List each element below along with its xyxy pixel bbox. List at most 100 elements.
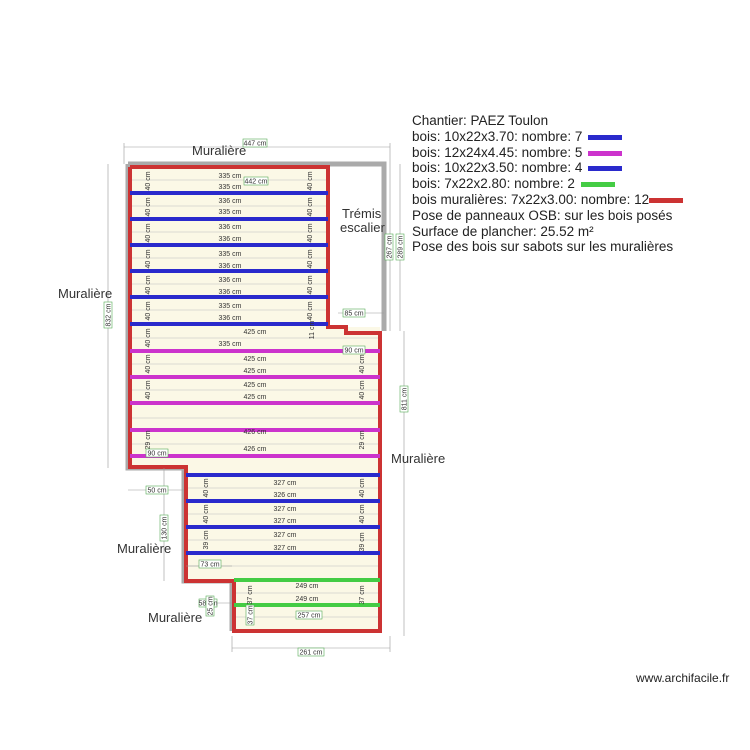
- dim-text: 29 cm: [359, 430, 366, 449]
- dim-text: 11 cm: [309, 321, 316, 340]
- dim-text: 25 cm: [208, 596, 215, 615]
- dim-text: 73 cm: [200, 562, 219, 569]
- dim-texts-vertical: 40 cm 40 cm 40 cm 40 cm 40 cm 40 cm 40 c…: [145, 171, 366, 604]
- legend-item-label: bois: 10x22x3.70: nombre: 7: [412, 128, 583, 144]
- credit-link[interactable]: www.archifacile.fr: [636, 671, 730, 685]
- label-muraliere-right: Muralière: [391, 451, 445, 466]
- joists-magenta: [130, 349, 380, 458]
- dim-text: 39 cm: [359, 532, 366, 551]
- dim-text: 425 cm: [244, 356, 267, 363]
- dim-text: 327 cm: [274, 480, 297, 487]
- legend-swatch: [588, 166, 623, 172]
- label-escalier: escalier: [340, 220, 385, 235]
- dim-text: 327 cm: [274, 518, 297, 525]
- legend-item: bois: 10x22x3.50: nombre: 4: [412, 160, 683, 176]
- dim-text: 335 cm: [219, 341, 242, 348]
- tag-267: 267 cm: [384, 233, 394, 261]
- tag-442: 442 cm: [243, 176, 269, 186]
- legend-note: Surface de plancher: 25.52 m²: [412, 224, 683, 240]
- dim-text: 130 cm: [162, 516, 169, 539]
- dim-text: 40 cm: [145, 380, 152, 399]
- dim-text: 425 cm: [244, 394, 267, 401]
- joists-green: [234, 578, 380, 607]
- legend-swatch: [588, 134, 623, 140]
- note-text: Surface de plancher: 25.52 m²: [412, 223, 594, 239]
- dim-text: 426 cm: [244, 446, 267, 453]
- dim-text: 39 cm: [203, 530, 210, 549]
- dim-text: 40 cm: [145, 301, 152, 320]
- tag-447: 447 cm: [242, 138, 268, 148]
- dim-text: 335 cm: [219, 209, 242, 216]
- label-muraliere-left: Muralière: [58, 286, 112, 301]
- dim-text: 327 cm: [274, 545, 297, 552]
- dim-text: 336 cm: [219, 289, 242, 296]
- dim-text: 40 cm: [203, 504, 210, 523]
- legend-item-label: bois: 7x22x2.80: nombre: 2: [412, 176, 575, 192]
- dim-text: 40 cm: [145, 354, 152, 373]
- dim-text: 426 cm: [244, 429, 267, 436]
- dim-text: 335 cm: [219, 184, 242, 191]
- label-muraliere-lower-left: Muralière: [117, 541, 171, 556]
- dim-text: 327 cm: [274, 506, 297, 513]
- dim-text: 37 cm: [247, 585, 254, 604]
- dim-text: 257 cm: [298, 613, 321, 620]
- dim-text: 336 cm: [219, 277, 242, 284]
- tag-289: 289 cm: [395, 233, 405, 261]
- dim-text: 40 cm: [145, 171, 152, 190]
- dim-text: 327 cm: [274, 532, 297, 539]
- legend-item: bois: 7x22x2.80: nombre: 2: [412, 176, 683, 192]
- tag-85: 85 cm: [342, 308, 366, 318]
- tag-257: 257 cm: [295, 610, 323, 620]
- label-muraliere-top: Muralière: [192, 143, 246, 158]
- dim-text: 261 cm: [300, 650, 323, 657]
- tag-261: 261 cm: [297, 647, 325, 657]
- dim-text: 40 cm: [307, 223, 314, 242]
- joists-blue-bottom: [186, 473, 380, 555]
- dim-text: 40 cm: [145, 249, 152, 268]
- dim-text: 40 cm: [145, 328, 152, 347]
- dim-text: 85 cm: [344, 311, 363, 318]
- dim-text: 425 cm: [244, 382, 267, 389]
- label-tremis: Trémis: [342, 206, 382, 221]
- boxed-dim-tags: 447 cm 442 cm 85 cm 90 cm 90 cm 50 cm 73…: [103, 138, 409, 657]
- legend-site: Chantier: PAEZ Toulon: [412, 113, 683, 129]
- dim-text: 336 cm: [219, 198, 242, 205]
- legend-item: bois: 12x24x4.45: nombre: 5: [412, 145, 683, 161]
- legend-note: Pose des bois sur sabots sur les muraliè…: [412, 239, 683, 255]
- legend-item-label: bois: 12x24x4.45: nombre: 5: [412, 144, 583, 160]
- dim-text: 90 cm: [344, 348, 363, 355]
- legend-item-label: bois muralières: 7x22x3.00: nombre: 12: [412, 191, 650, 207]
- label-muraliere-bottom: Muralière: [148, 610, 202, 625]
- dim-text: 40 cm: [359, 354, 366, 373]
- dim-text: 289 cm: [398, 235, 405, 258]
- dim-text: 442 cm: [245, 179, 268, 186]
- dim-text: 336 cm: [219, 263, 242, 270]
- tag-50: 50 cm: [145, 485, 169, 495]
- legend-swatch: [580, 182, 615, 188]
- tag-130: 130 cm: [159, 514, 169, 542]
- dim-text: 37 cm: [359, 585, 366, 604]
- dim-text: 326 cm: [274, 492, 297, 499]
- dim-text: 40 cm: [307, 171, 314, 190]
- dim-text: 40 cm: [145, 275, 152, 294]
- note-text: Pose des bois sur sabots sur les muraliè…: [412, 239, 674, 255]
- legend: Chantier: PAEZ Toulon bois: 10x22x3.70: …: [412, 113, 684, 255]
- site-name: Chantier: PAEZ Toulon: [412, 113, 549, 128]
- tag-90: 90 cm: [342, 345, 366, 355]
- legend-item: bois: 10x22x3.70: nombre: 7: [412, 129, 683, 145]
- dim-text: 40 cm: [145, 197, 152, 216]
- dim-text: 40 cm: [307, 301, 314, 320]
- note-text: Pose de panneaux OSB: sur les bois posés: [412, 207, 673, 223]
- legend-note: Pose de panneaux OSB: sur les bois posés: [412, 208, 683, 224]
- dim-text: 335 cm: [219, 251, 242, 258]
- dim-text: 40 cm: [307, 197, 314, 216]
- dim-text: 336 cm: [219, 224, 242, 231]
- legend-item: bois muralières: 7x22x3.00: nombre: 12: [412, 191, 684, 208]
- tag-811: 811 cm: [399, 385, 409, 413]
- dim-text: 447 cm: [244, 141, 267, 148]
- tag-73: 73 cm: [198, 559, 222, 569]
- legend-item-label: bois: 10x22x3.50: nombre: 4: [412, 160, 583, 176]
- dim-text: 40 cm: [145, 223, 152, 242]
- dim-text: 267 cm: [387, 235, 394, 258]
